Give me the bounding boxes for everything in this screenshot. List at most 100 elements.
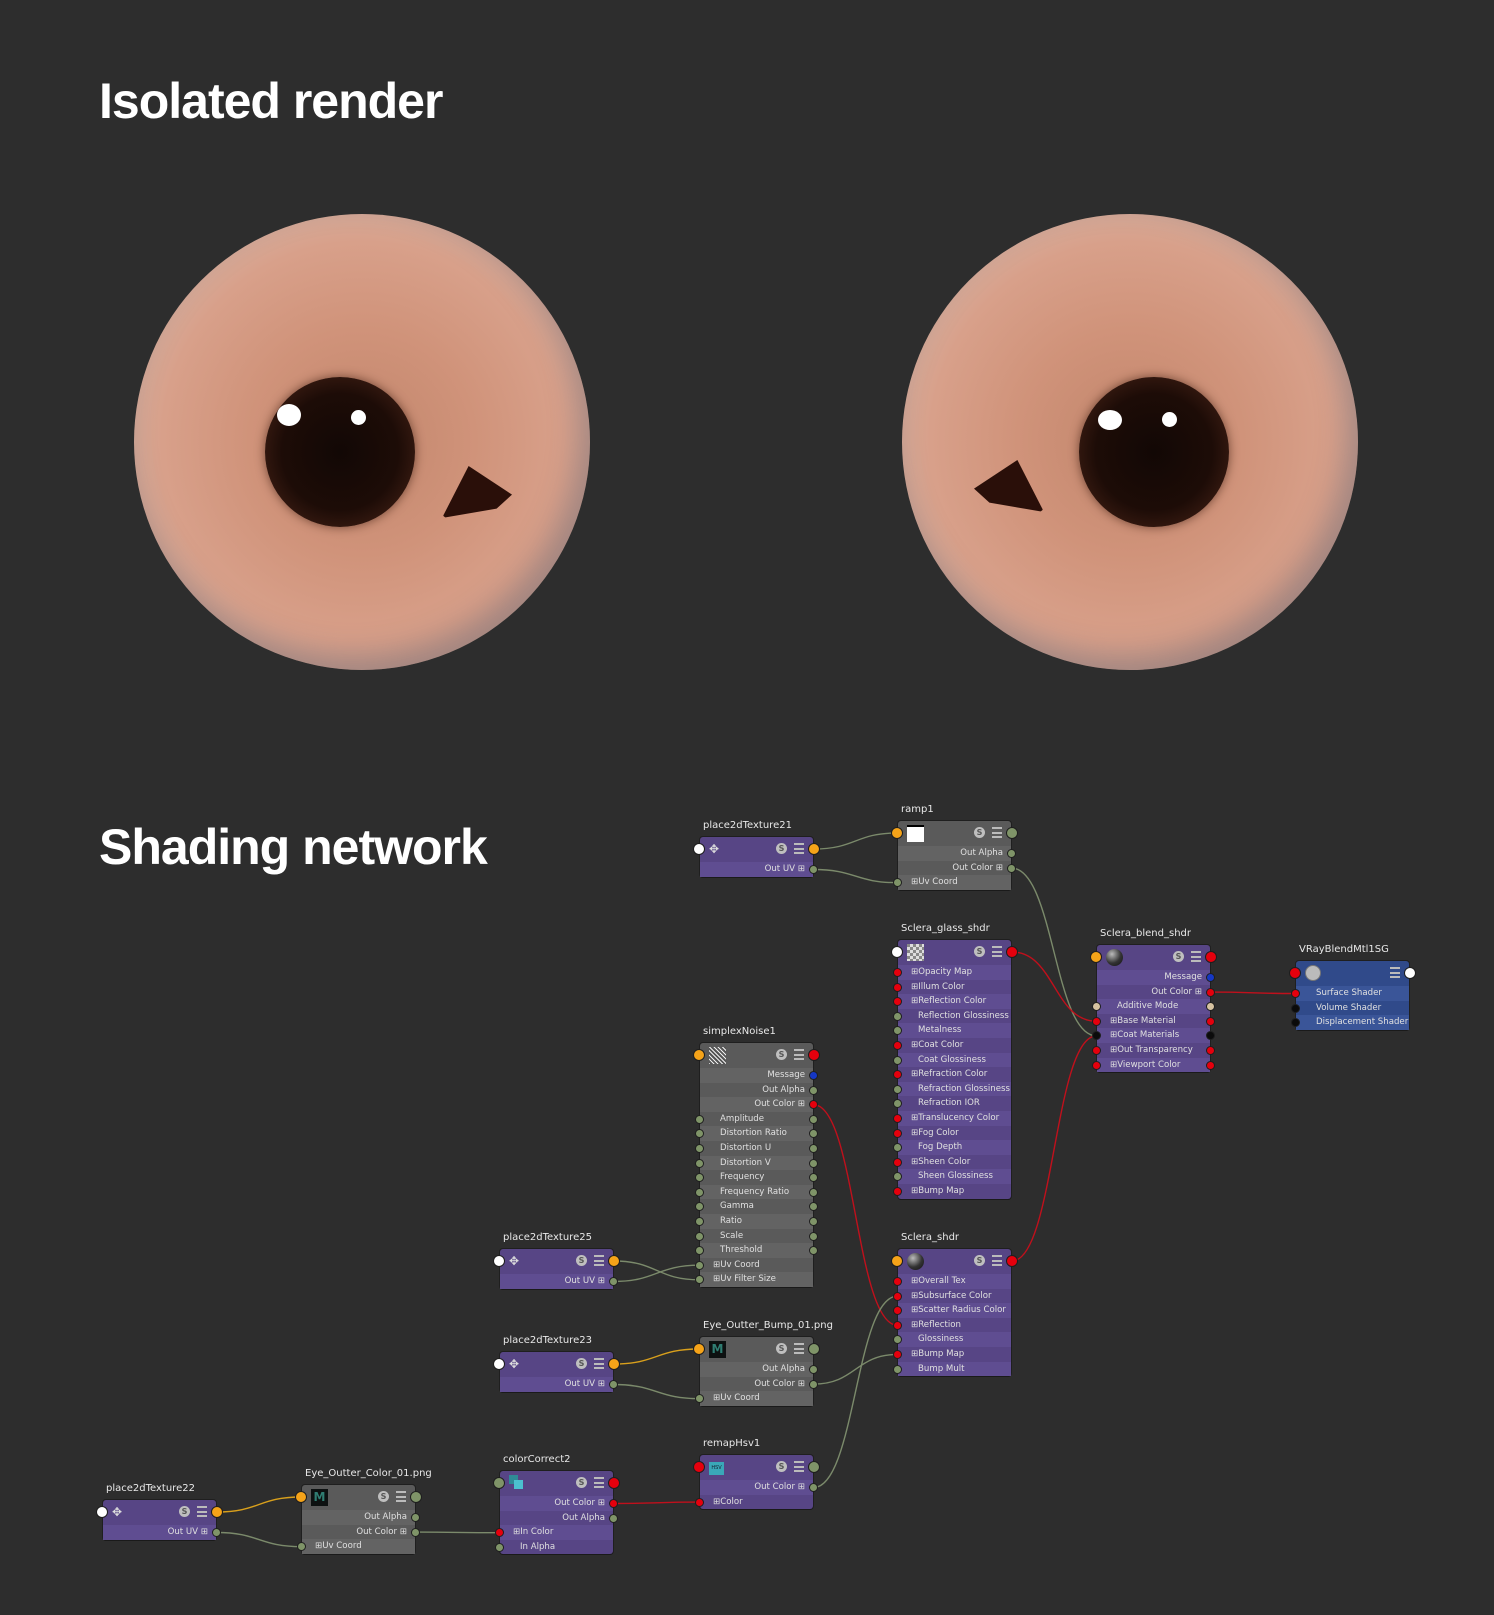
attribute-row[interactable]: Fog Depth: [893, 1140, 1011, 1155]
input-port[interactable]: [695, 1246, 704, 1256]
attribute-row[interactable]: Ratio: [695, 1213, 818, 1229]
swatch-toggle-icon[interactable]: S: [776, 843, 787, 854]
swatch-toggle-icon[interactable]: S: [576, 1358, 587, 1369]
output-port[interactable]: [1206, 1060, 1215, 1070]
attribute-row[interactable]: In Alpha: [495, 1540, 613, 1555]
attribute-row[interactable]: Threshold: [695, 1243, 818, 1258]
attribute-row[interactable]: ⊞Subsurface Color: [893, 1289, 1011, 1304]
connection-p2d21-h-to-ramp1-h[interactable]: [813, 832, 898, 850]
attribute-row[interactable]: ⊞Fog Color: [893, 1126, 1011, 1141]
swatch-toggle-icon[interactable]: S: [974, 1255, 985, 1266]
output-port[interactable]: [1404, 967, 1416, 979]
connection-color-1-to-cc-2[interactable]: [415, 1531, 500, 1534]
input-port[interactable]: [695, 1114, 704, 1124]
attribute-row[interactable]: ⊞Reflection: [893, 1318, 1011, 1333]
input-port[interactable]: [297, 1542, 306, 1552]
attribute-list-icon[interactable]: [794, 1049, 804, 1060]
output-port[interactable]: [808, 843, 820, 855]
input-port[interactable]: [893, 1040, 902, 1050]
swatch-toggle-icon[interactable]: S: [776, 1343, 787, 1354]
attribute-row[interactable]: ⊞Refraction Color: [893, 1067, 1011, 1082]
input-port[interactable]: [1291, 1018, 1300, 1028]
input-port[interactable]: [1291, 1003, 1300, 1013]
attribute-row[interactable]: Distortion V: [695, 1155, 818, 1171]
attribute-row[interactable]: Scale: [695, 1229, 818, 1244]
input-port[interactable]: [96, 1506, 108, 1518]
attribute-row[interactable]: ⊞Uv Coord: [297, 1539, 415, 1554]
input-port[interactable]: [1092, 1045, 1101, 1055]
attribute-row[interactable]: Sheen Glossiness: [893, 1169, 1011, 1184]
attribute-row[interactable]: Displacement Shader: [1291, 1015, 1409, 1030]
output-port[interactable]: [1006, 946, 1018, 958]
swatch-toggle-icon[interactable]: S: [179, 1506, 190, 1517]
attribute-row[interactable]: ⊞Reflection Color: [893, 994, 1011, 1009]
connection-glass-h-to-blend-3[interactable]: [1011, 951, 1097, 1022]
output-port[interactable]: [609, 1513, 618, 1523]
input-port[interactable]: [1092, 1016, 1101, 1026]
attribute-row[interactable]: Amplitude: [695, 1112, 818, 1127]
output-port[interactable]: [809, 1173, 818, 1183]
connection-p2d23-h-to-bump-h[interactable]: [613, 1348, 700, 1365]
connection-p2d22-0-to-color-2[interactable]: [216, 1531, 302, 1548]
attribute-row[interactable]: Additive Mode: [1092, 999, 1215, 1014]
output-port[interactable]: [609, 1499, 618, 1508]
input-port[interactable]: [893, 1055, 902, 1065]
attribute-row[interactable]: Distortion U: [695, 1141, 818, 1156]
attribute-row[interactable]: ⊞Translucency Color: [893, 1110, 1011, 1126]
input-port[interactable]: [893, 1113, 902, 1123]
swatch-toggle-icon[interactable]: S: [1173, 951, 1184, 962]
input-port[interactable]: [695, 1173, 704, 1183]
attribute-row[interactable]: ⊞Bump Map: [893, 1347, 1011, 1362]
attribute-row[interactable]: Out UV ⊞: [500, 1377, 618, 1392]
input-port[interactable]: [893, 1011, 902, 1021]
attribute-row[interactable]: Out Color ⊞: [700, 1097, 818, 1112]
attribute-row[interactable]: Refraction IOR: [893, 1096, 1011, 1111]
attribute-row[interactable]: Refraction Glossiness: [893, 1081, 1011, 1097]
attribute-row[interactable]: Surface Shader: [1291, 986, 1409, 1001]
input-port[interactable]: [893, 1335, 902, 1345]
swatch-toggle-icon[interactable]: S: [776, 1461, 787, 1472]
output-port[interactable]: [1006, 1255, 1018, 1267]
attribute-row[interactable]: Coat Glossiness: [893, 1052, 1011, 1068]
attribute-list-icon[interactable]: [396, 1491, 406, 1502]
output-port[interactable]: [1206, 1045, 1215, 1055]
swatch-toggle-icon[interactable]: S: [776, 1049, 787, 1060]
attribute-row[interactable]: Volume Shader: [1291, 1001, 1409, 1016]
attribute-row[interactable]: Out UV ⊞: [103, 1525, 221, 1540]
input-port[interactable]: [891, 1255, 903, 1267]
input-port[interactable]: [695, 1275, 704, 1285]
attribute-row[interactable]: Distortion Ratio: [695, 1126, 818, 1141]
attribute-row[interactable]: Out Alpha: [302, 1510, 420, 1525]
output-port[interactable]: [809, 1483, 818, 1492]
output-port[interactable]: [809, 1231, 818, 1241]
input-port[interactable]: [893, 1084, 902, 1094]
input-port[interactable]: [893, 1026, 902, 1036]
output-port[interactable]: [809, 1114, 818, 1124]
input-port[interactable]: [1092, 1031, 1101, 1041]
attribute-row[interactable]: ⊞Overall Tex: [893, 1274, 1011, 1289]
input-port[interactable]: [891, 827, 903, 839]
attribute-list-icon[interactable]: [992, 1255, 1002, 1266]
attribute-row[interactable]: ⊞Coat Materials: [1092, 1028, 1215, 1043]
attribute-row[interactable]: ⊞Coat Color: [893, 1038, 1011, 1053]
attribute-row[interactable]: Reflection Glossiness: [893, 1009, 1011, 1024]
output-port[interactable]: [1206, 1016, 1215, 1026]
input-port[interactable]: [893, 968, 902, 977]
attribute-row[interactable]: Out Color ⊞: [1097, 985, 1215, 1000]
attribute-row[interactable]: ⊞Sheen Color: [893, 1155, 1011, 1170]
input-port[interactable]: [695, 1394, 704, 1404]
input-port[interactable]: [495, 1528, 504, 1538]
input-port[interactable]: [1092, 1002, 1101, 1012]
output-port[interactable]: [1205, 951, 1217, 963]
output-port[interactable]: [809, 1187, 818, 1197]
attribute-row[interactable]: Out UV ⊞: [700, 862, 818, 877]
input-port[interactable]: [893, 1143, 902, 1153]
attribute-row[interactable]: ⊞Out Transparency: [1092, 1043, 1215, 1058]
